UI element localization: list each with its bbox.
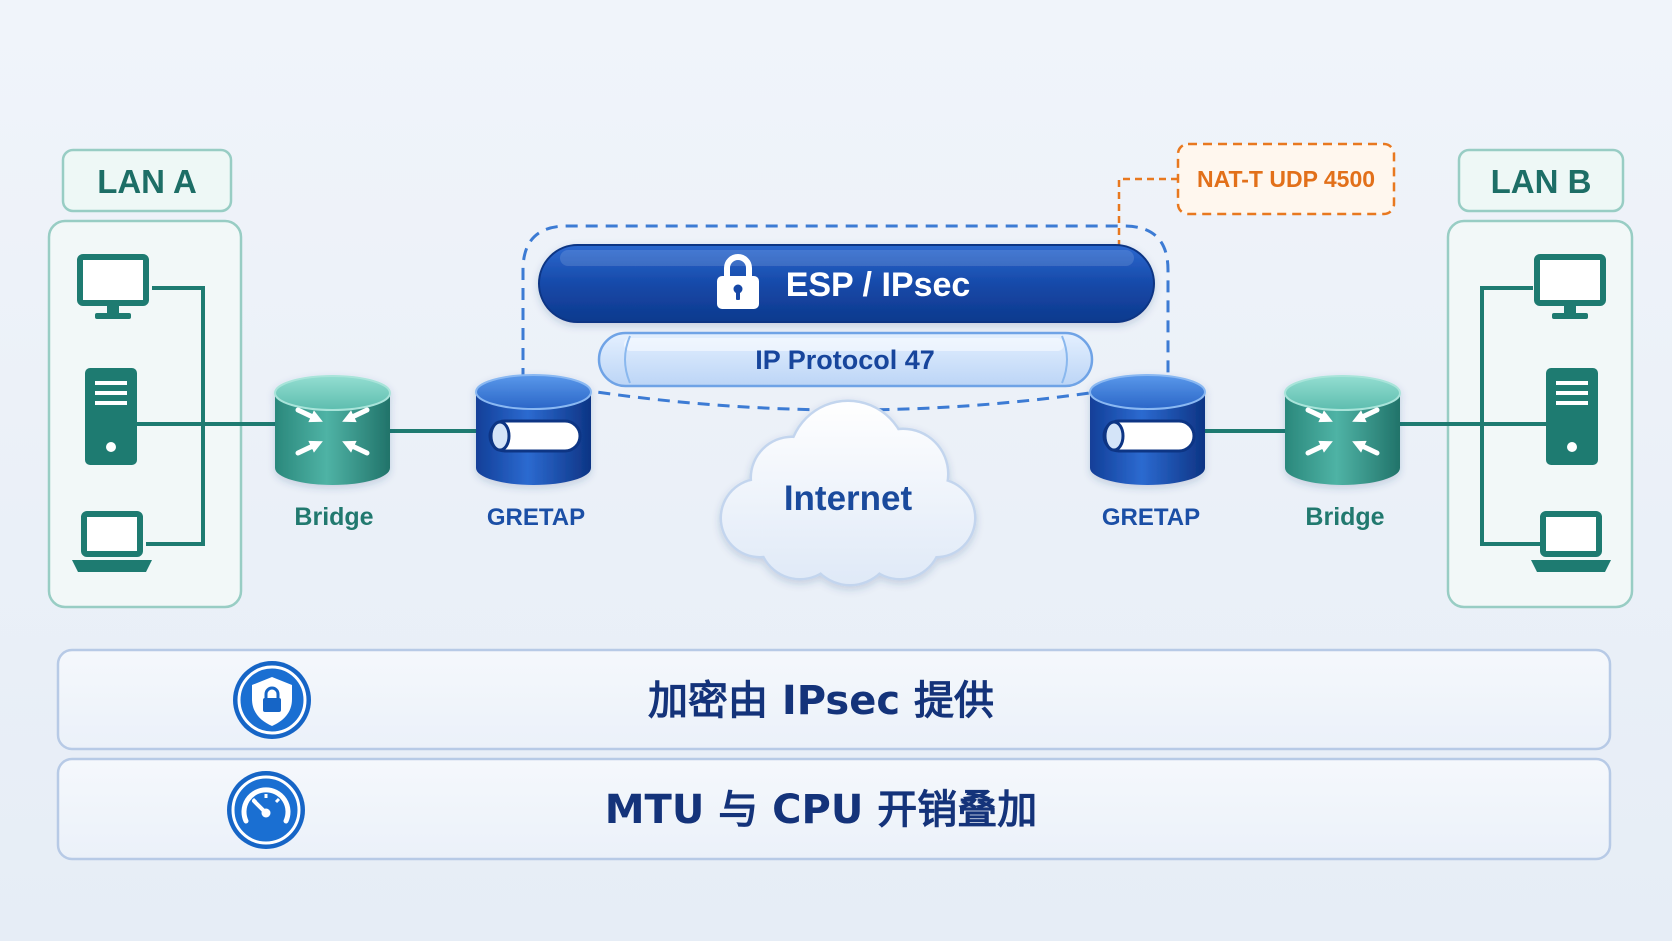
laptop-icon	[72, 511, 152, 572]
gretap-left	[475, 374, 592, 485]
lan-a-label-box	[61, 148, 233, 213]
bridge-body	[275, 393, 390, 485]
ip-pill-highlight	[624, 338, 1064, 351]
server-icon	[85, 368, 137, 465]
ipsec-tunnel-boundary	[521, 224, 1170, 412]
server-slot	[1556, 381, 1588, 385]
lan-a-label: LAN A	[97, 163, 197, 200]
note-encryption: 加密由 IPsec 提供	[56, 648, 1612, 751]
tunnel-icon	[488, 419, 582, 453]
ip-protocol-label: IP Protocol 47	[755, 345, 935, 375]
bridge-arrows-icon	[295, 407, 370, 456]
server-slot	[1556, 391, 1588, 395]
shield-lock-icon	[233, 661, 311, 739]
monitor-icon	[1534, 254, 1606, 319]
monitor-stand	[1564, 305, 1576, 314]
note-panel	[56, 757, 1612, 861]
server-icon	[1546, 368, 1598, 465]
ip-protocol-47-tunnel: IP Protocol 47	[597, 331, 1094, 388]
laptop-screen	[81, 511, 143, 557]
note-overhead: MTU 与 CPU 开销叠加	[56, 757, 1612, 861]
server-led	[106, 442, 116, 452]
ip-pill-right-cap	[1061, 335, 1068, 384]
bridge-left-label: Bridge	[294, 503, 373, 531]
gretap-top	[1089, 374, 1206, 410]
internet-label: Internet	[784, 479, 913, 518]
monitor-screen	[77, 254, 149, 306]
cloud-body	[722, 402, 974, 584]
note-encryption-text: 加密由 IPsec 提供	[648, 678, 994, 724]
note-panel	[56, 648, 1612, 751]
monitor-base	[1552, 313, 1588, 319]
nat-t-annotation: NAT-T UDP 4500	[1117, 142, 1396, 246]
server-slot	[1556, 401, 1588, 405]
gretap-right-label: GRETAP	[1102, 504, 1200, 531]
server-slot	[95, 381, 127, 385]
esp-label: ESP / IPsec	[786, 266, 971, 304]
server-slot	[95, 391, 127, 395]
monitor-base	[95, 313, 131, 319]
esp-ipsec-tunnel: ESP / IPsec	[538, 244, 1155, 323]
nat-t-box	[1176, 142, 1396, 216]
monitor-screen	[1534, 254, 1606, 306]
tunnel-icon	[1102, 419, 1196, 453]
lan-b: LAN B	[1399, 148, 1634, 609]
laptop-screen	[1540, 511, 1602, 557]
lan-b-label: LAN B	[1491, 163, 1592, 200]
lan-b-label-box	[1457, 148, 1625, 213]
esp-pill-highlight	[560, 250, 1134, 266]
monitor-icon	[77, 254, 149, 319]
monitor-stand	[107, 305, 119, 314]
laptop-base	[72, 560, 152, 572]
bridge-right-label: Bridge	[1305, 503, 1384, 531]
bridge-top	[1284, 375, 1401, 411]
bridge-arrows-icon	[1305, 407, 1380, 456]
bridge-top	[274, 375, 391, 411]
lock-icon	[717, 254, 759, 309]
lan-b-bracket-line	[1480, 286, 1540, 546]
nat-t-label: NAT-T UDP 4500	[1197, 166, 1375, 192]
bridge-icon	[1284, 375, 1401, 485]
server-led	[1567, 442, 1577, 452]
gretap-left-label: GRETAP	[487, 504, 585, 531]
lan-a: LAN A	[47, 148, 276, 609]
server-slot	[95, 401, 127, 405]
note-overhead-text: MTU 与 CPU 开销叠加	[605, 787, 1038, 833]
gretap-right	[1089, 374, 1206, 485]
laptop-base	[1531, 560, 1611, 572]
gauge-icon	[227, 771, 305, 849]
cloud-icon	[719, 399, 977, 587]
bridge-icon	[274, 375, 391, 485]
bridge-body	[1285, 393, 1400, 485]
laptop-icon	[1531, 511, 1611, 572]
ip-pill-left-cap	[624, 335, 631, 384]
gretap-top	[475, 374, 592, 410]
lan-a-bracket-line	[146, 286, 205, 546]
